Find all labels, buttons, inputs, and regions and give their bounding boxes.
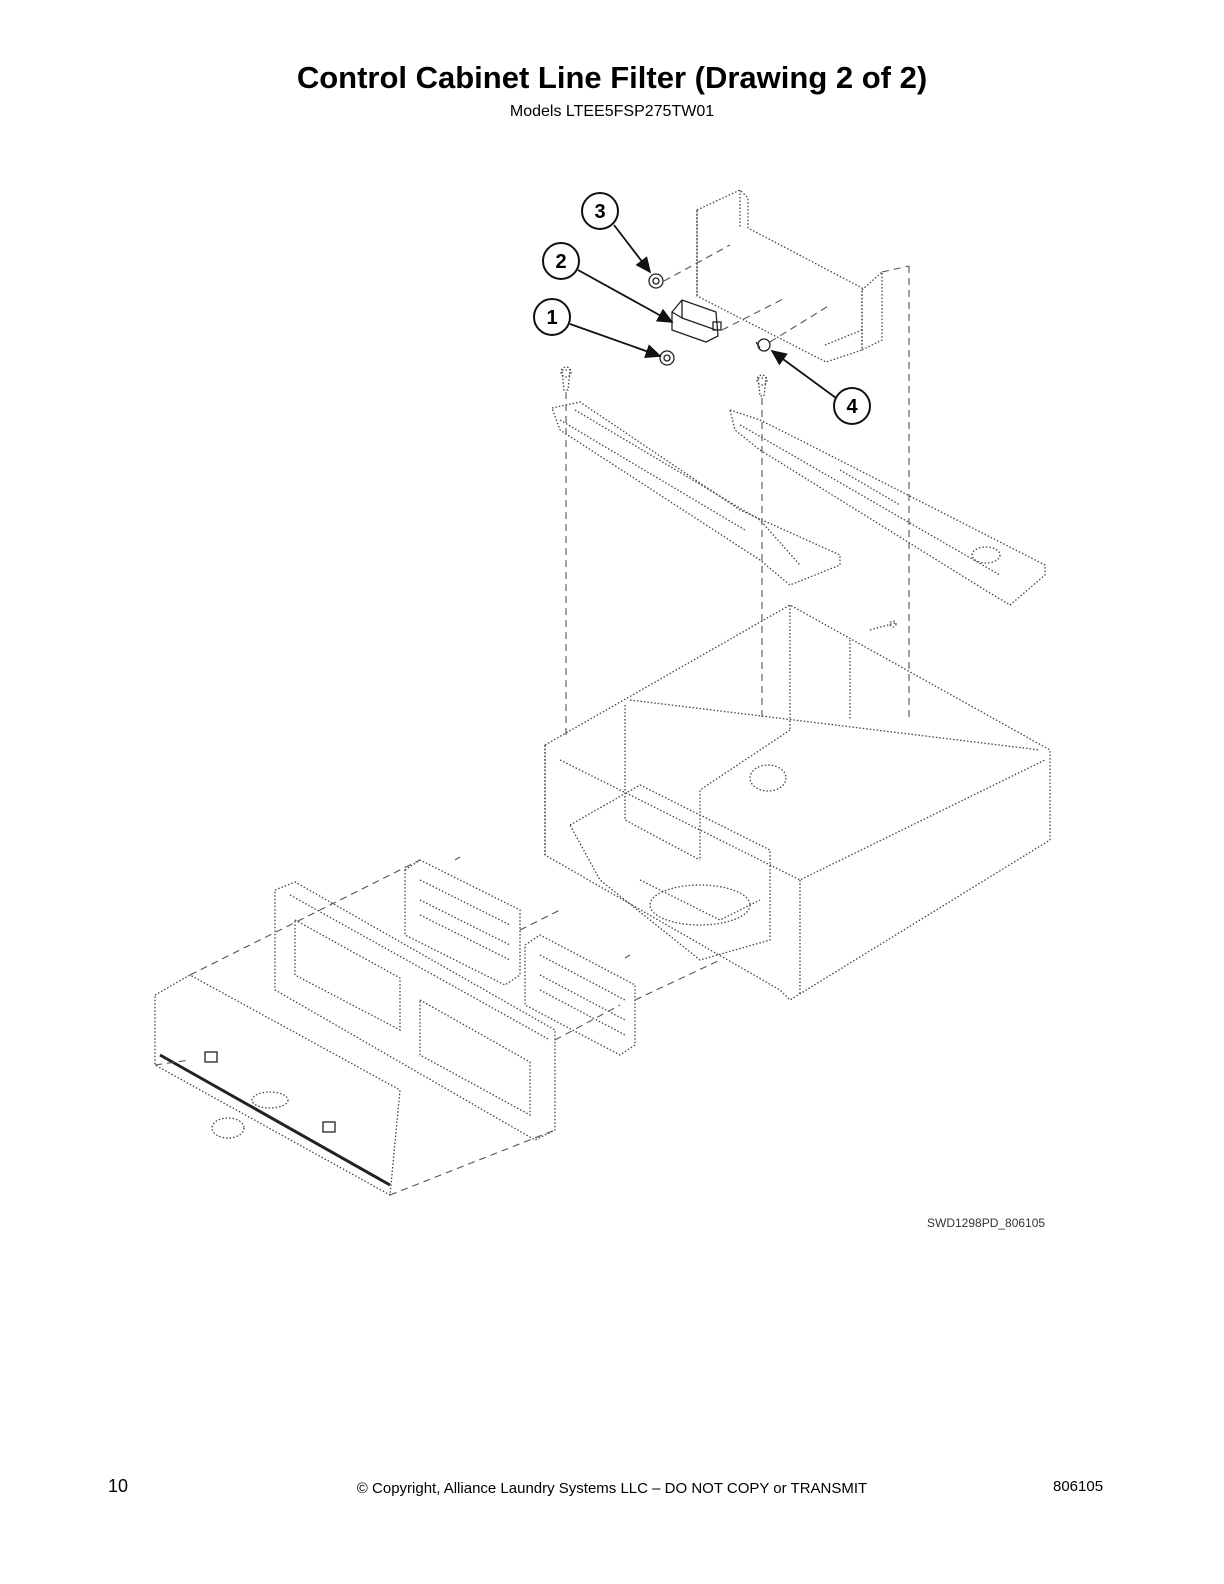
screw-part-4 xyxy=(755,338,771,352)
svg-text:4: 4 xyxy=(846,396,858,418)
callout-3: 3 xyxy=(581,192,652,274)
nut-part-1 xyxy=(659,350,675,366)
alignment-line xyxy=(881,265,910,273)
models-subtitle: Models LTEE5FSP275TW01 xyxy=(509,103,715,120)
nut-part-3 xyxy=(648,273,664,289)
control-board-lower xyxy=(524,934,636,1056)
control-cabinet xyxy=(544,604,1051,1001)
alignment-line xyxy=(554,1004,621,1041)
console-front-panel xyxy=(154,974,401,1197)
callout-2: 2 xyxy=(542,242,674,323)
callout-4: 4 xyxy=(770,349,871,425)
line-filter xyxy=(671,299,722,343)
alignment-line xyxy=(454,856,461,861)
svg-text:1: 1 xyxy=(546,307,557,329)
document-number: 806105 xyxy=(1053,1478,1104,1495)
alignment-line xyxy=(663,244,731,282)
page-title: Control Cabinet Line Filter (Drawing 2 o… xyxy=(296,60,928,95)
svg-text:2: 2 xyxy=(555,251,566,273)
left-rail xyxy=(551,401,841,586)
side-screw xyxy=(869,620,897,631)
alignment-line xyxy=(769,304,831,343)
callout-1: 1 xyxy=(533,298,662,358)
copyright-notice: © Copyright, Alliance Laundry Systems LL… xyxy=(356,1480,868,1497)
alignment-line xyxy=(634,959,721,1001)
page-number: 10 xyxy=(108,1476,129,1496)
alignment-line xyxy=(624,954,631,959)
console-bezel xyxy=(274,881,556,1141)
control-board-upper xyxy=(404,859,521,986)
alignment-line xyxy=(519,909,561,931)
right-rail xyxy=(729,409,1046,606)
drawing-id: SWD1298PD_806105 xyxy=(927,1216,1046,1230)
svg-text:3: 3 xyxy=(594,201,605,223)
alignment-line xyxy=(154,1059,191,1066)
screw-right xyxy=(756,374,768,397)
alignment-line xyxy=(389,1129,556,1196)
mounting-bracket xyxy=(696,189,883,363)
screw-left xyxy=(560,366,572,391)
alignment-line xyxy=(189,859,421,976)
